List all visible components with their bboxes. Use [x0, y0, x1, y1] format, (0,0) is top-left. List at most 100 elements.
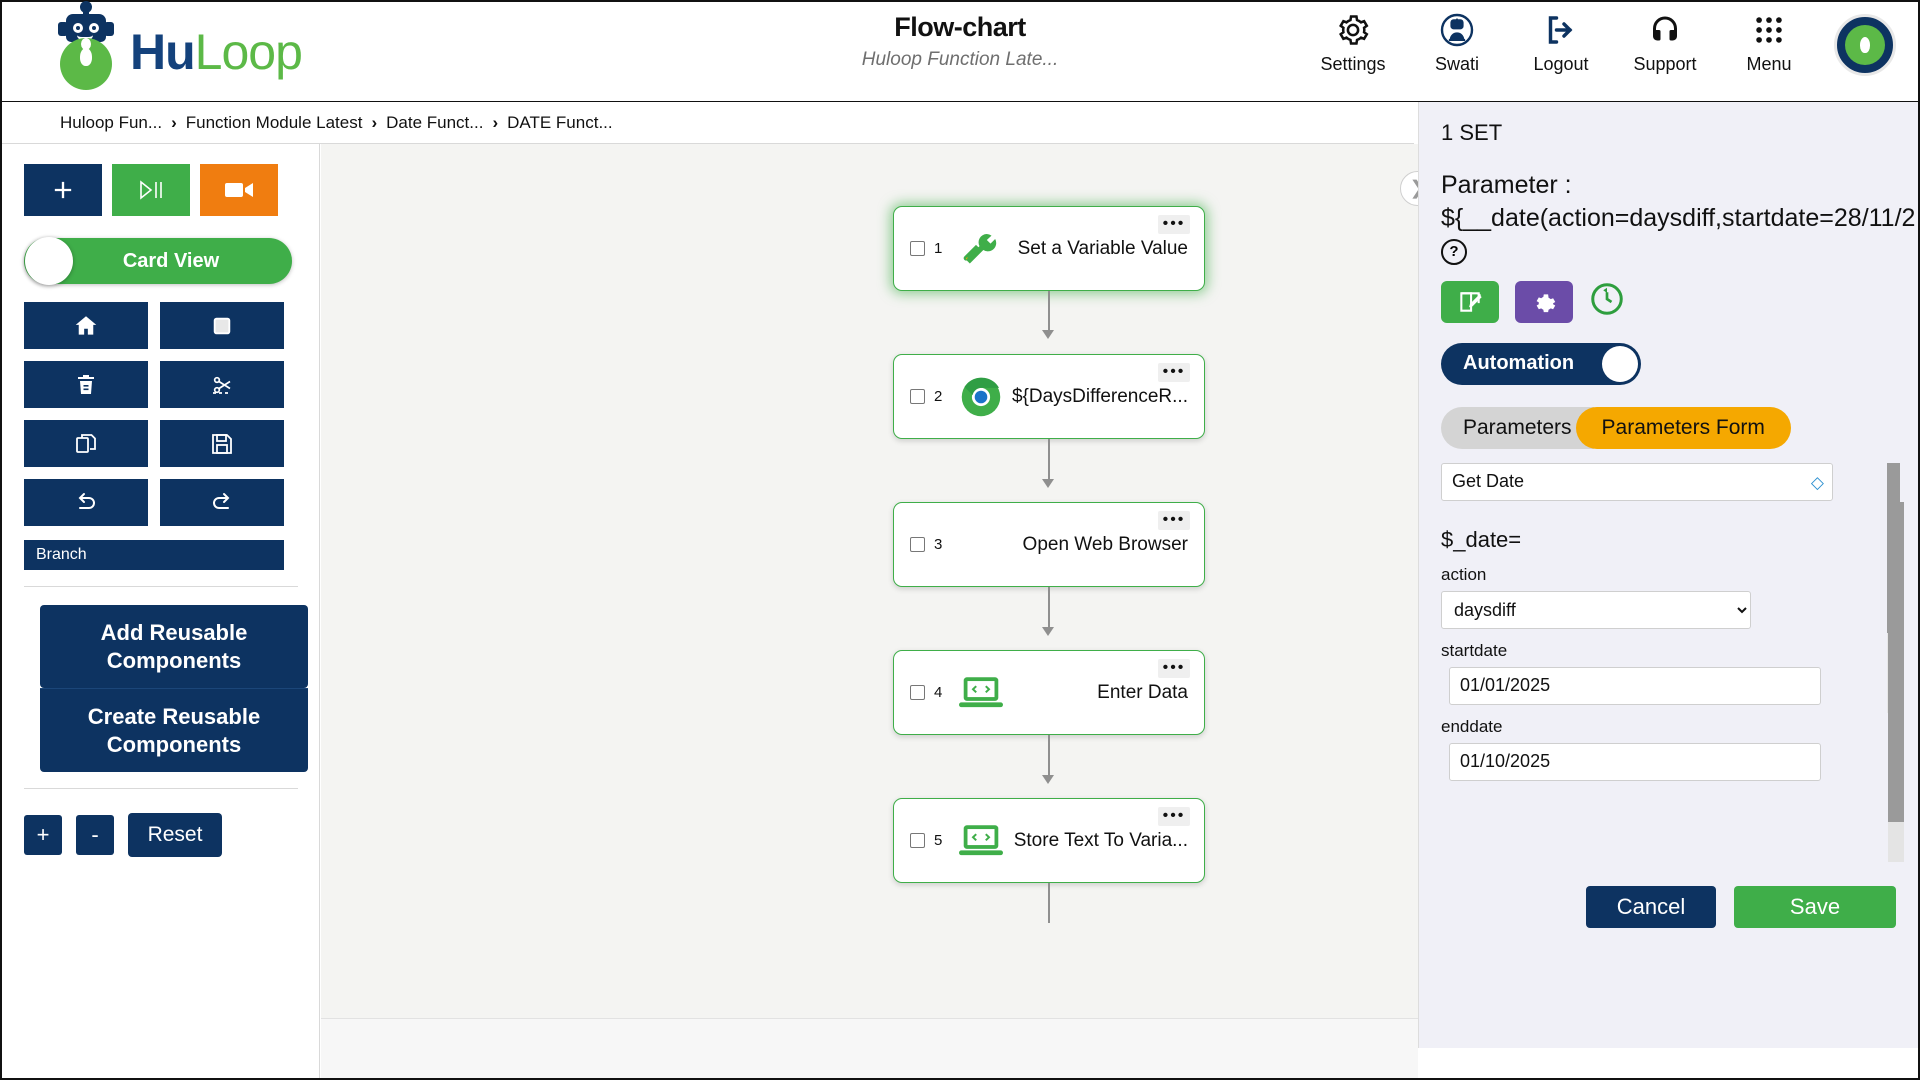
flow-connector: [1048, 587, 1050, 633]
branch-label[interactable]: Branch: [24, 540, 284, 570]
sidebar-divider-1: [24, 586, 298, 587]
redo-button[interactable]: [160, 479, 284, 526]
add-reusable-components-button[interactable]: Add Reusable Components: [40, 605, 308, 688]
automation-toggle[interactable]: Automation: [1441, 342, 1641, 385]
automation-label: Automation: [1463, 352, 1575, 374]
breadcrumb-item-0[interactable]: Huloop Fun...: [60, 112, 163, 132]
header-menu[interactable]: Menu: [1730, 10, 1808, 75]
node-number: 3: [934, 536, 943, 553]
enddate-input[interactable]: 01/10/2025: [1449, 742, 1821, 781]
logout-icon: [1543, 10, 1579, 50]
add-button[interactable]: [24, 164, 102, 216]
flow-node-2[interactable]: 2 ${DaysDifferenceR... •••: [893, 354, 1205, 439]
eraser-icon[interactable]: ◇: [1810, 472, 1824, 492]
home-button[interactable]: [24, 302, 148, 349]
node-menu-button[interactable]: •••: [1158, 807, 1190, 826]
flow-connector: [1048, 735, 1050, 781]
properties-panel: 1 SET Parameter : ${__date(action=daysdi…: [1418, 102, 1918, 1048]
node-checkbox[interactable]: [910, 389, 925, 404]
header-logout[interactable]: Logout: [1522, 10, 1600, 75]
canvas-footer: [321, 1018, 1418, 1078]
stop-button[interactable]: [160, 302, 284, 349]
huloop-logo[interactable]: HuLoop: [50, 0, 303, 90]
node-menu-button[interactable]: •••: [1158, 511, 1190, 530]
copy-button[interactable]: [24, 420, 148, 467]
panel-tabs: Parameters Parameters Form: [1441, 406, 1896, 449]
automation-knob: [1602, 345, 1638, 382]
breadcrumb-item-1[interactable]: Function Module Latest: [185, 112, 363, 132]
panel-action-row: [1441, 280, 1896, 323]
chevron-right-icon[interactable]: ❯: [1400, 171, 1418, 206]
zoom-out-button[interactable]: -: [76, 815, 114, 855]
node-label: ${DaysDifferenceR...: [1011, 385, 1188, 407]
flow-node-5[interactable]: 5 Store Text To Varia... •••: [893, 798, 1205, 883]
play-pause-button[interactable]: [112, 164, 190, 216]
breadcrumb-item-3[interactable]: DATE Funct...: [507, 112, 613, 132]
sidebar-tool-grid: [24, 302, 297, 526]
tab-parameters-form[interactable]: Parameters Form: [1575, 406, 1791, 449]
header-settings[interactable]: Settings: [1314, 10, 1392, 75]
huloop-robot-icon: [50, 0, 120, 90]
startdate-input[interactable]: 01/01/2025: [1449, 666, 1821, 705]
robot-avatar-icon: [1439, 10, 1475, 50]
flow-node-4[interactable]: 4 Enter Data •••: [893, 650, 1205, 735]
breadcrumb: Huloop Fun... › Function Module Latest ›…: [2, 102, 1414, 144]
node-number: 4: [934, 684, 943, 701]
card-view-toggle[interactable]: Card View: [24, 237, 292, 285]
field-label-startdate: startdate: [1441, 640, 1508, 660]
header-actions: Settings Swati: [1314, 10, 1896, 76]
laptop-code-icon: [958, 823, 1004, 859]
node-menu-button[interactable]: •••: [1158, 215, 1190, 234]
left-sidebar: Card View: [2, 144, 320, 1078]
flowchart-canvas[interactable]: ❯ 1 Set a Variable Value ••• 2: [321, 144, 1418, 1078]
cancel-button[interactable]: Cancel: [1586, 886, 1716, 928]
refresh-button[interactable]: [1589, 281, 1625, 322]
header-settings-label: Settings: [1320, 54, 1386, 74]
create-reusable-components-button[interactable]: Create Reusable Components: [40, 688, 308, 772]
flow-arrow: [1042, 627, 1054, 636]
gear-icon: [1335, 10, 1371, 50]
node-checkbox[interactable]: [910, 241, 925, 256]
expression-label: $_date=: [1441, 526, 1522, 552]
flow-node-1[interactable]: 1 Set a Variable Value •••: [893, 206, 1205, 291]
chrome-icon: [958, 376, 1004, 418]
set-title: 1 SET: [1441, 120, 1503, 145]
node-label: Open Web Browser: [1022, 533, 1188, 555]
node-number: 2: [934, 388, 943, 405]
delete-button[interactable]: [24, 361, 148, 408]
node-checkbox[interactable]: [910, 685, 925, 700]
flow-arrow: [1042, 479, 1054, 488]
node-menu-button[interactable]: •••: [1158, 363, 1190, 382]
undo-button[interactable]: [24, 479, 148, 526]
card-view-label: Card View: [122, 249, 220, 272]
help-icon[interactable]: ?: [1441, 238, 1467, 265]
record-button[interactable]: [200, 164, 278, 216]
panel-scrollbar-thumb[interactable]: [1888, 502, 1904, 822]
save-button[interactable]: [160, 420, 284, 467]
cut-button[interactable]: [160, 361, 284, 408]
flow-node-3[interactable]: 3 Open Web Browser •••: [893, 502, 1205, 587]
card-view-knob: [25, 237, 73, 285]
breadcrumb-item-2[interactable]: Date Funct...: [386, 112, 484, 132]
save-button[interactable]: Save: [1734, 886, 1896, 928]
settings-button[interactable]: [1515, 280, 1573, 323]
avatar-robot-icon: [1845, 25, 1885, 65]
zoom-reset-button[interactable]: Reset: [128, 813, 222, 857]
tab-parameters[interactable]: Parameters: [1441, 406, 1594, 449]
logo-text-loop: Loop: [194, 23, 303, 80]
zoom-in-button[interactable]: +: [24, 815, 62, 855]
zoom-controls: + - Reset: [24, 813, 297, 857]
header-support-label: Support: [1633, 54, 1697, 74]
node-menu-button[interactable]: •••: [1158, 659, 1190, 678]
avatar[interactable]: [1834, 14, 1896, 76]
header-user[interactable]: Swati: [1418, 10, 1496, 75]
node-checkbox[interactable]: [910, 833, 925, 848]
form-title-field[interactable]: Get Date ◇: [1441, 462, 1833, 501]
action-select[interactable]: daysdiff: [1441, 590, 1751, 629]
node-checkbox[interactable]: [910, 537, 925, 552]
flow-arrow: [1042, 330, 1054, 339]
header-support[interactable]: Support: [1626, 10, 1704, 75]
edit-button[interactable]: [1441, 280, 1499, 323]
breadcrumb-separator: ›: [492, 112, 499, 132]
